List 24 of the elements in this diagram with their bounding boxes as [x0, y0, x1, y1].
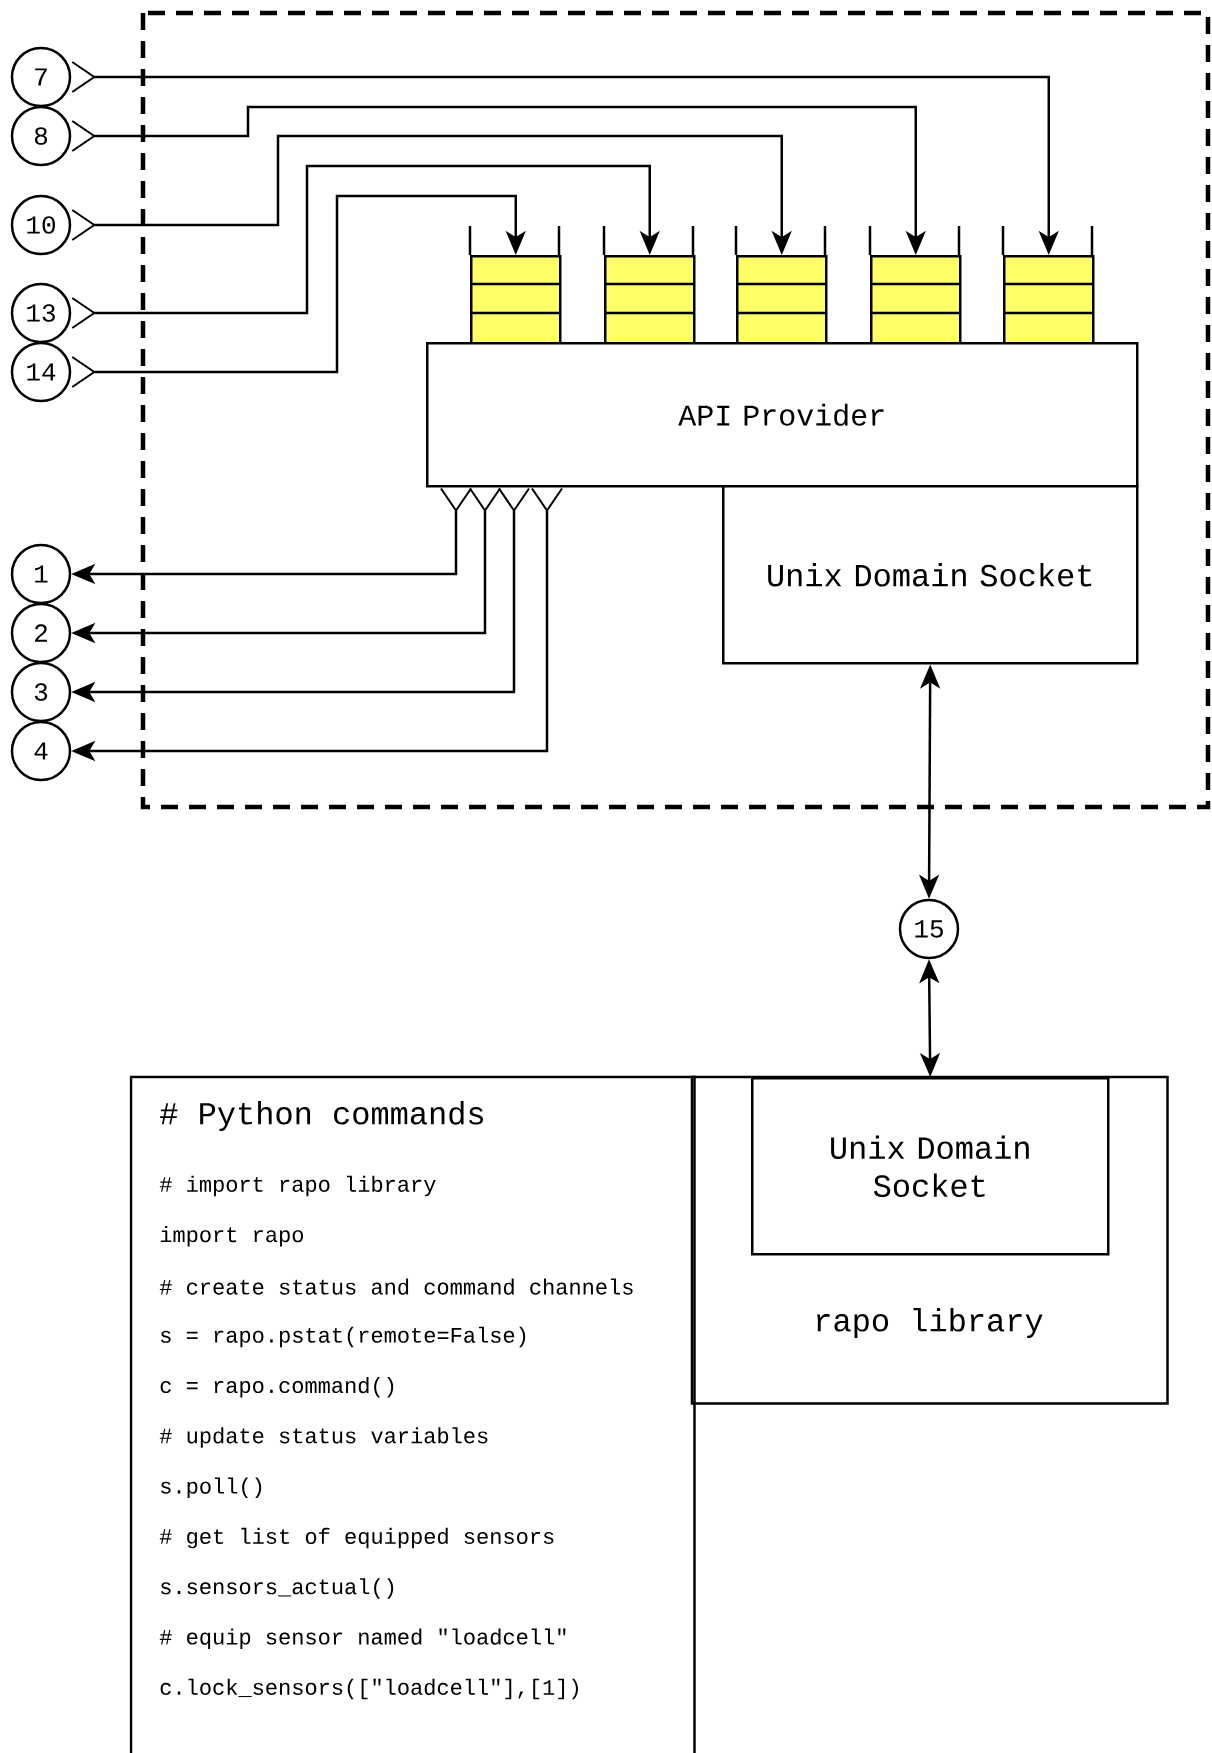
connector-arrow [71, 194, 526, 388]
component-box: Unix Domain Socket [722, 485, 1139, 665]
code-line: c.lock_sensors(["loadcell"],[1]) [160, 1678, 578, 1700]
code-line: # get list of equipped sensors [159, 1527, 554, 1549]
code-line: # import rapo library [159, 1175, 436, 1197]
queue-stack [868, 226, 962, 345]
code-line: s.poll() [161, 1477, 262, 1499]
code-heading: # Python commands [160, 1101, 483, 1131]
component-box: Unix Domain Socket [751, 1077, 1110, 1256]
queue-stack [734, 226, 828, 345]
library-box [690, 1075, 1169, 1405]
code-line: import rapo [160, 1226, 304, 1247]
code-line: # create status and command channels [159, 1278, 633, 1295]
box-label: rapo library [817, 1308, 1043, 1338]
code-line: # equip sensor named "loadcell" [159, 1628, 566, 1649]
code-line: s.sensors_actual() [161, 1578, 394, 1599]
component-box: API Provider [426, 342, 1139, 488]
code-line: s = rapo.pstat(remote=False) [161, 1326, 526, 1348]
connector-arrow [71, 164, 660, 329]
queue-stack [468, 226, 562, 345]
queue-stack [602, 226, 696, 345]
code-line: c = rapo.command() [160, 1376, 394, 1398]
code-line: # update status variables [159, 1427, 488, 1448]
queue-stack [1001, 226, 1095, 345]
